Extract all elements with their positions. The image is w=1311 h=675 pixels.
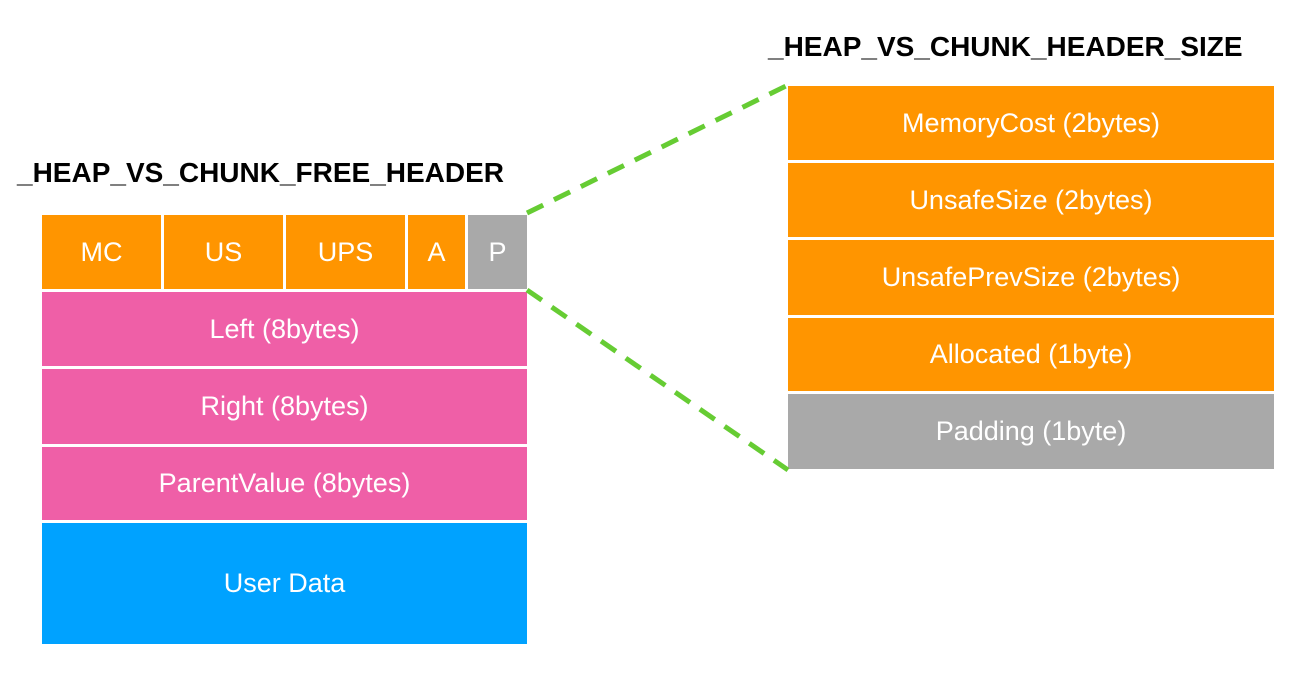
user-data-block: User Data: [42, 523, 527, 644]
free-header-p-cell: P: [468, 215, 527, 289]
unsafeprevsize-field: UnsafePrevSize (2bytes): [788, 240, 1274, 315]
free-header-us-cell: US: [164, 215, 283, 289]
free-header-a-cell: A: [408, 215, 465, 289]
free-header-right-field: Right (8bytes): [42, 369, 527, 444]
header-size-title: _HEAP_VS_CHUNK_HEADER_SIZE: [768, 31, 1243, 62]
free-header-ups-cell: UPS: [286, 215, 405, 289]
unsafesize-field: UnsafeSize (2bytes): [788, 163, 1274, 237]
free-header-title: _HEAP_VS_CHUNK_FREE_HEADER: [17, 157, 505, 188]
connector-line-top: [525, 82, 790, 216]
connector-line-bottom: [525, 287, 790, 473]
memorycost-field: MemoryCost (2bytes): [788, 86, 1274, 160]
allocated-field: Allocated (1byte): [788, 318, 1274, 391]
free-header-parentvalue-field: ParentValue (8bytes): [42, 447, 527, 520]
padding-field: Padding (1byte): [788, 394, 1274, 469]
free-header-mc-cell: MC: [42, 215, 161, 289]
free-header-left-field: Left (8bytes): [42, 292, 527, 366]
